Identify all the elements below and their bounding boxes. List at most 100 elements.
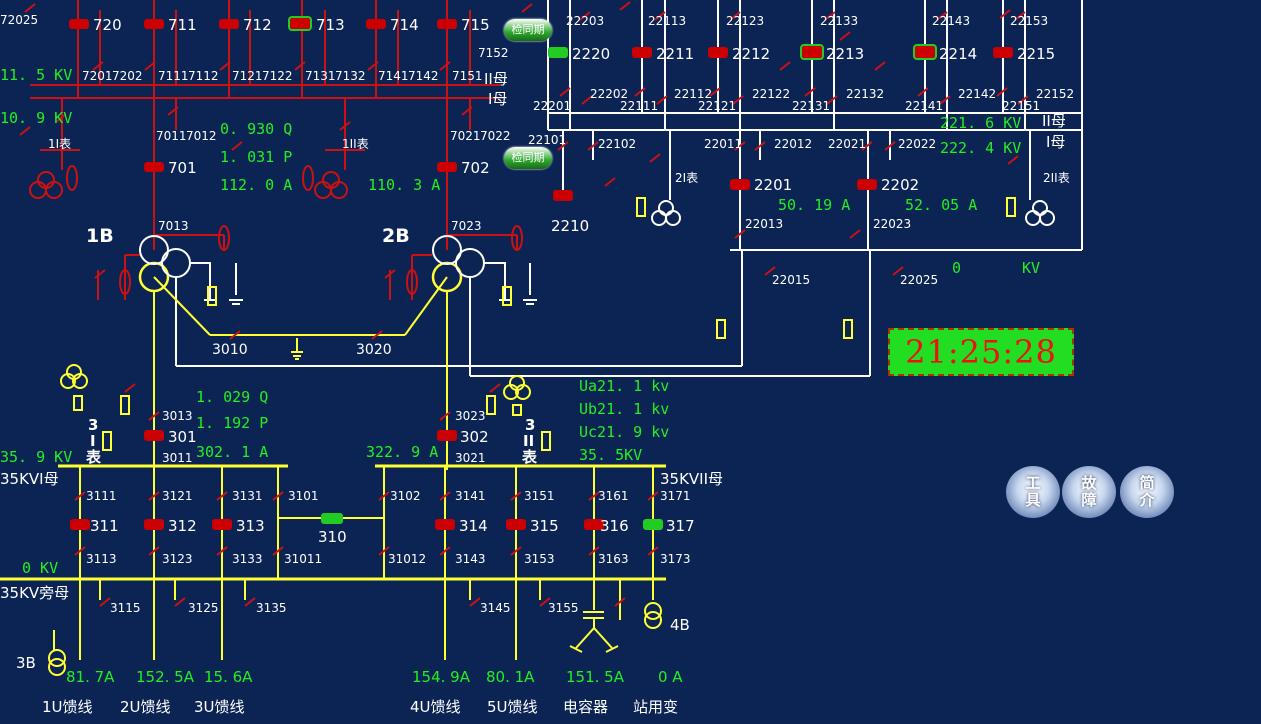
feeder-4u-name: 4U馈线 [410, 698, 461, 716]
switch-3141: 3141 [455, 489, 486, 503]
switch-22011: 22011 [704, 137, 742, 151]
switch-3151: 3151 [524, 489, 555, 503]
switch-7023: 7023 [451, 219, 482, 233]
breaker-2220-body [548, 47, 568, 58]
meter-3ii-a: 3 [525, 416, 535, 434]
switch-22141: 22141 [905, 99, 943, 113]
breaker-314: 314 [459, 517, 488, 535]
breaker-714-body [366, 19, 386, 29]
switch-22132: 22132 [846, 87, 884, 101]
switch-3013: 3013 [162, 409, 193, 423]
switch-22203: 22203 [566, 14, 604, 28]
breaker-715: 715 [461, 16, 490, 34]
capacitor-current: 151. 5A [566, 668, 625, 686]
switch-3101: 3101 [288, 489, 319, 503]
breaker-2210: 2210 [551, 217, 589, 235]
intro-button-label: 简 介 [1139, 474, 1155, 509]
bus-35-bypass-voltage: 0 KV [22, 559, 58, 577]
breaker-316: 316 [600, 517, 629, 535]
switch-22025: 22025 [900, 273, 938, 287]
breaker-317: 317 [666, 517, 695, 535]
switch-22023: 22023 [873, 217, 911, 231]
breaker-302-body [437, 430, 457, 441]
tr-1b-p: 1. 192 P [196, 414, 268, 432]
tools-button[interactable]: 工 具 [1006, 466, 1060, 518]
switch-3020: 3020 [356, 342, 392, 358]
switch-22153: 22153 [1010, 14, 1048, 28]
switch-7131: 7131 [305, 69, 336, 83]
tr-1b-q: 1. 029 Q [196, 388, 268, 406]
intro-button[interactable]: 简 介 [1120, 466, 1174, 518]
switch-7132: 7132 [335, 69, 366, 83]
tools-button-label: 工 具 [1025, 474, 1041, 509]
breaker-315-body [506, 519, 526, 530]
switch-22102: 22102 [598, 137, 636, 151]
breaker-2213-body [800, 44, 824, 60]
switch-7021: 7021 [450, 129, 481, 143]
switch-22121: 22121 [698, 99, 736, 113]
switch-3135: 3135 [256, 601, 287, 615]
breaker-312-body [144, 519, 164, 530]
switch-22133: 22133 [820, 14, 858, 28]
switch-22111: 22111 [620, 99, 658, 113]
switch-22021: 22021 [828, 137, 866, 151]
switch-3143: 3143 [455, 552, 486, 566]
breaker-2215-body [993, 47, 1013, 58]
breaker-2202: 2202 [881, 176, 919, 194]
transformer-1b: 1B [86, 225, 114, 247]
switch-3125: 3125 [188, 601, 219, 615]
breaker-2214: 2214 [939, 45, 977, 63]
switch-3021: 3021 [455, 451, 486, 465]
breaker-301-body [144, 430, 164, 441]
switch-22122: 22122 [752, 87, 790, 101]
bus-35-bypass-label: 35KV旁母 [0, 584, 69, 602]
switch-22123: 22123 [726, 14, 764, 28]
breaker-311-body [70, 519, 90, 530]
transformer-4b: 4B [670, 616, 690, 634]
110kv-disconnects [19, 3, 533, 279]
meter-3ii-b: II [523, 432, 534, 450]
breaker-714: 714 [390, 16, 419, 34]
breaker-701-body [144, 162, 164, 172]
bus-220-i-voltage: 222. 4 KV [940, 139, 1021, 157]
breaker-310: 310 [318, 528, 347, 546]
bus-35-i-voltage: 35. 9 KV [0, 448, 72, 466]
switch-3010: 3010 [212, 342, 248, 358]
switch-7121: 7121 [232, 69, 263, 83]
220kv-lines [547, 0, 1083, 251]
switch-3123: 3123 [162, 552, 193, 566]
bus-110-ii-voltage: 11. 5 KV [0, 66, 72, 84]
switch-3173: 3173 [660, 552, 691, 566]
breaker-702-body [437, 162, 457, 172]
switch-3111: 3111 [86, 489, 117, 503]
switch-7152: 7152 [478, 46, 509, 60]
breaker-317-body [643, 519, 663, 530]
switch-3011: 3011 [162, 451, 193, 465]
switch-3115: 3115 [110, 601, 141, 615]
switch-3102: 3102 [390, 489, 421, 503]
switch-7141: 7141 [378, 69, 409, 83]
transformer-3b: 3B [16, 654, 36, 672]
tr-1b-i: 302. 1 A [196, 443, 268, 461]
feeder-3u-current: 15. 6A [204, 668, 253, 686]
bus-220-i-label: I母 [1046, 133, 1065, 151]
breaker-2212-body [708, 47, 728, 58]
meter-3i-a: 3 [88, 416, 98, 434]
sync-check-button-2[interactable]: 检同期 [504, 147, 552, 169]
breaker-316-body [584, 519, 604, 530]
switch-3161: 3161 [598, 489, 629, 503]
breaker-715-body [437, 19, 457, 29]
switch-7201: 7201 [82, 69, 113, 83]
switch-7112: 7112 [188, 69, 219, 83]
phase-uc: Uc21. 9 kv [579, 423, 669, 441]
station-transformer-current: 0 A [658, 668, 683, 686]
bay-701-q: 0. 930 Q [220, 120, 292, 138]
fault-button[interactable]: 故 障 [1062, 466, 1116, 518]
switch-22152: 22152 [1036, 87, 1074, 101]
breaker-701: 701 [168, 159, 197, 177]
sync-check-button-1[interactable]: 检同期 [504, 19, 552, 41]
switch-7122: 7122 [262, 69, 293, 83]
switch-3121: 3121 [162, 489, 193, 503]
bay-2202-i: 52. 05 A [905, 196, 977, 214]
breaker-2211-body [632, 47, 652, 58]
